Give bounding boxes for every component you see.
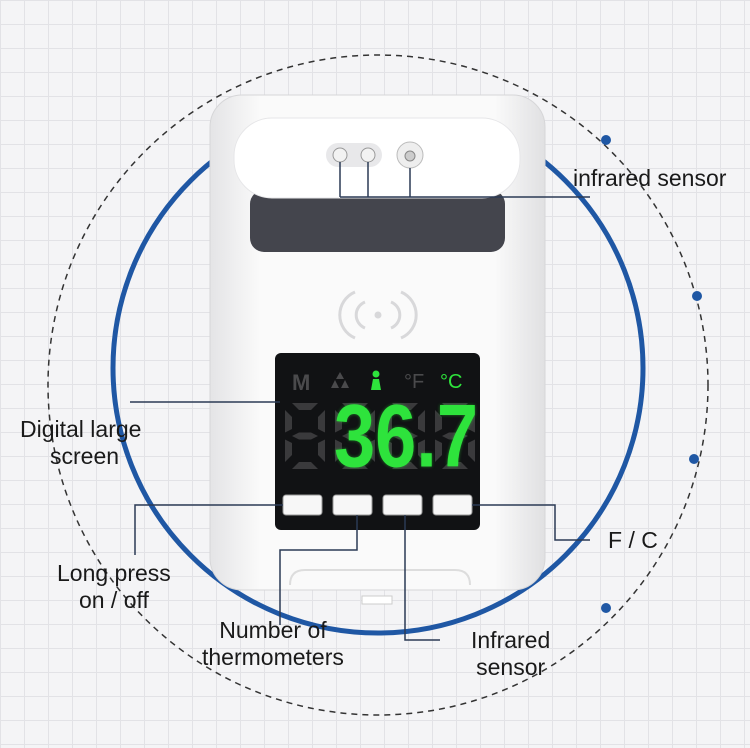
thermometer-count-button[interactable] [332,494,373,516]
label-line: Infrared [471,627,551,653]
unit-toggle-button[interactable] [432,494,473,516]
memory-icon: M [292,370,311,395]
digit-3-segment-b [468,410,475,433]
label-line: Digital large [20,416,142,442]
digit-2-segment-d [392,462,418,469]
label-line: Long press [57,560,171,586]
digit-1-segment-f [335,410,342,433]
digit-3-segment-c [468,439,475,462]
digit-0-segment-g [292,432,318,440]
digit-3-segment-f [435,410,442,433]
label-line: sensor [476,654,546,680]
sensor-dot [360,147,376,163]
label-f-c: F / C [608,527,658,553]
label-long-press: Long press on / off [57,560,171,614]
label-infrared-sensor-top: infrared sensor [573,165,727,191]
digit-0-segment-c [318,439,325,462]
label-digital-screen: Digital large screen [20,416,141,470]
label-line: on / off [78,587,149,613]
digit-1-segment-a [342,403,368,410]
digit-1-segment-e [335,439,342,462]
digit-2-segment-g [392,432,418,440]
digit-0-segment-f [285,410,292,433]
digit-3-segment-d [442,462,468,469]
digit-0-segment-e [285,439,292,462]
digit-2-segment-c [418,439,425,462]
digit-3-segment-g [442,432,468,440]
digit-2-segment-e [385,439,392,462]
sensor-dot [332,147,348,163]
digit-0-segment-a [292,403,318,410]
label-line: thermometers [202,644,344,670]
label-line: screen [50,443,120,469]
leader-lines [130,162,590,641]
fahrenheit-icon: °F [404,371,425,393]
digit-1-segment-g [342,432,368,440]
label-infrared-sensor-bottom: Infrared sensor [471,627,550,681]
person-mode-icon [371,370,381,390]
digit-2-segment-f [385,410,392,433]
display-panel [275,353,480,530]
digit-0-segment-b [318,410,325,433]
celsius-icon: °C [440,371,463,393]
infrared-sensor-button[interactable] [382,494,423,516]
label-number-of-thermometers: Number of thermometers [202,617,344,671]
digit-2-segment-a [392,403,418,410]
power-button[interactable] [282,494,323,516]
seven-segment-background [285,403,475,469]
ring-dots [601,135,702,613]
dashed-circle [47,54,709,716]
digit-1-segment-b [368,410,375,433]
group-mode-icon [331,372,349,388]
label-line: Number of [219,617,327,643]
digit-1-segment-c [368,439,375,462]
digit-2-segment-b [418,410,425,433]
digit-0-segment-d [292,462,318,469]
wireless-icon [338,290,418,340]
digit-3-segment-e [435,439,442,462]
digit-1-segment-d [342,462,368,469]
thermometer-device [209,94,546,605]
digit-3-segment-a [442,403,468,410]
temperature-reading: 36.7 [333,386,478,486]
